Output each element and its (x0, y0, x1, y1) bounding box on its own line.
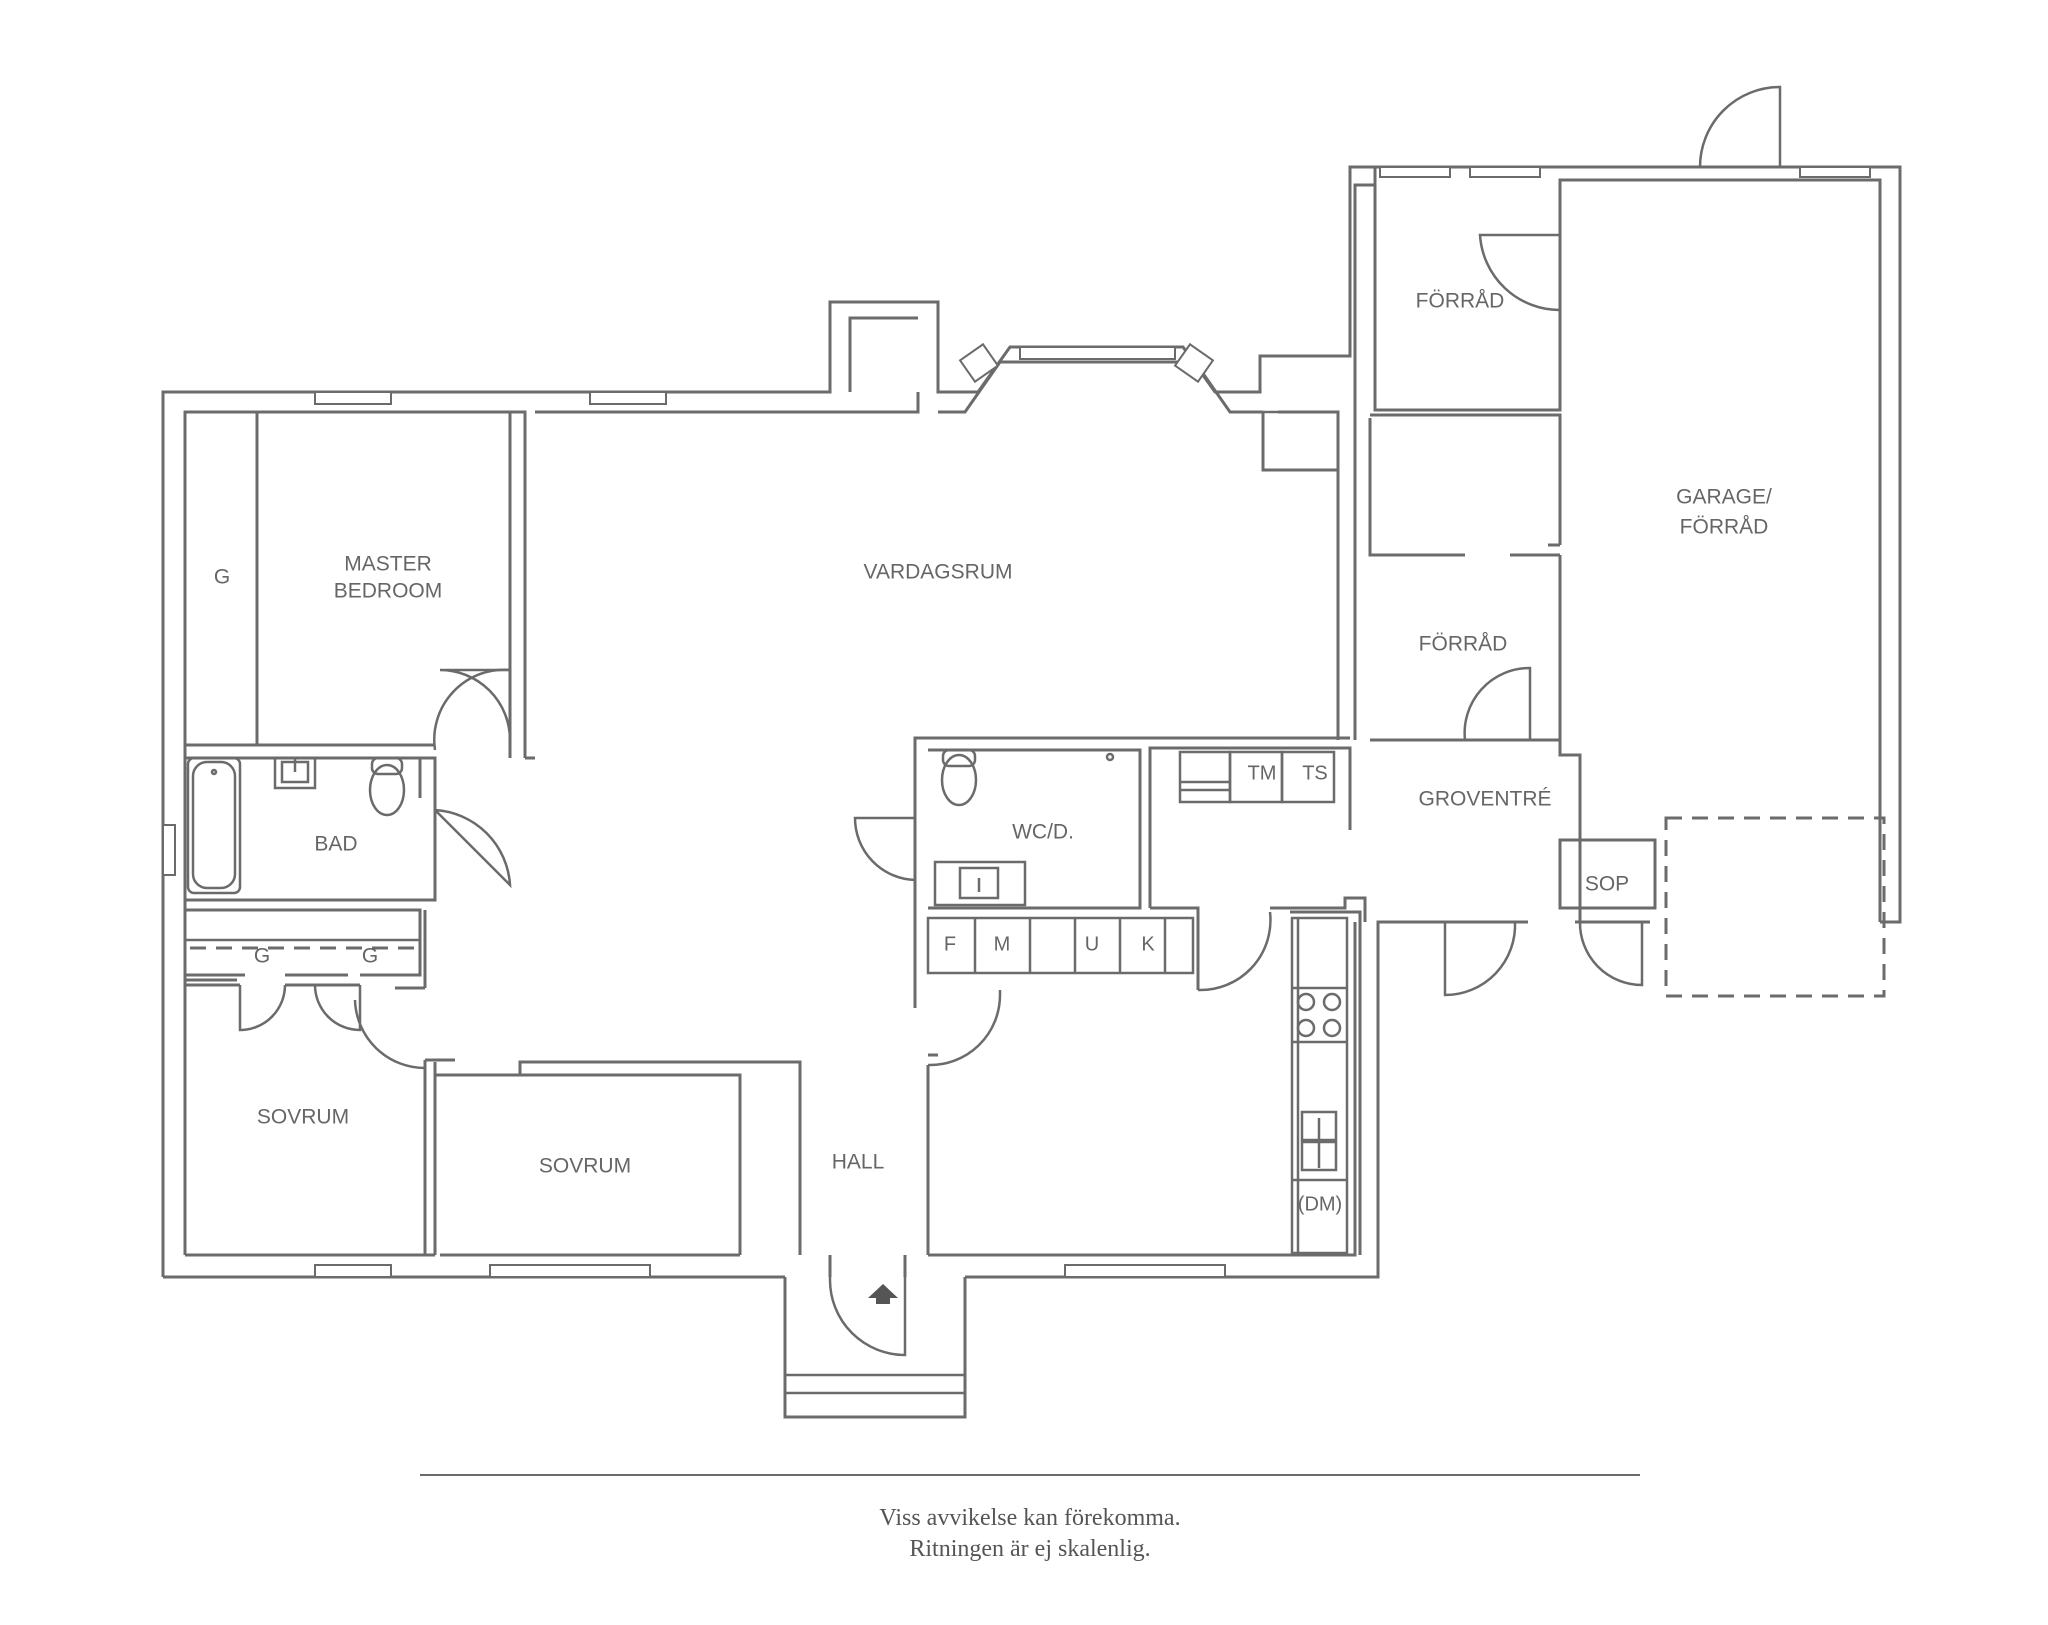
label-tumble-dryer: TM (1248, 762, 1277, 784)
label-living-room: VARDAGSRUM (864, 561, 1013, 584)
label-cabinet-m: M (994, 933, 1011, 955)
label-cabinet-u: U (1085, 933, 1099, 955)
label-master-bedroom-2: BEDROOM (334, 580, 443, 603)
label-storage-top: FÖRRÅD (1416, 290, 1505, 313)
label-wc-shower: WC/D. (1012, 821, 1074, 844)
label-wardrobe-left: G (254, 945, 270, 968)
label-wardrobe-right: G (362, 945, 378, 968)
fixtures (186, 410, 1349, 1255)
label-cabinet-f: F (944, 933, 956, 955)
entrance-arrow-icon (868, 1284, 898, 1304)
windows (162, 166, 1871, 1278)
label-bedroom-2: SOVRUM (539, 1155, 631, 1178)
interior-walls (183, 180, 1657, 1255)
room-labels: G MASTER BEDROOM BAD G G SOVRUM SOVRUM V… (214, 290, 1772, 1216)
footer-note-1: Viss avvikelse kan förekomma. (879, 1505, 1180, 1531)
label-back-entrance: GROVENTRÉ (1418, 788, 1551, 811)
label-garage-1: GARAGE/ (1676, 486, 1772, 509)
label-waste: SOP (1585, 873, 1629, 896)
label-hall: HALL (832, 1151, 885, 1174)
label-drying-cabinet: TS (1302, 762, 1328, 784)
label-dishwasher: (DM) (1298, 1193, 1342, 1215)
label-garage-2: FÖRRÅD (1680, 516, 1769, 539)
label-bedroom-1: SOVRUM (257, 1106, 349, 1129)
label-master-bedroom-1: MASTER (344, 553, 432, 576)
label-wardrobe-master: G (214, 566, 230, 589)
label-bath: BAD (314, 833, 357, 856)
doors (238, 85, 1782, 1357)
footer-note-2: Ritningen är ej skalenlig. (909, 1536, 1150, 1562)
label-cabinet-k: K (1141, 933, 1155, 955)
dashed-lines (185, 816, 1886, 998)
label-storage-middle: FÖRRÅD (1419, 633, 1508, 656)
